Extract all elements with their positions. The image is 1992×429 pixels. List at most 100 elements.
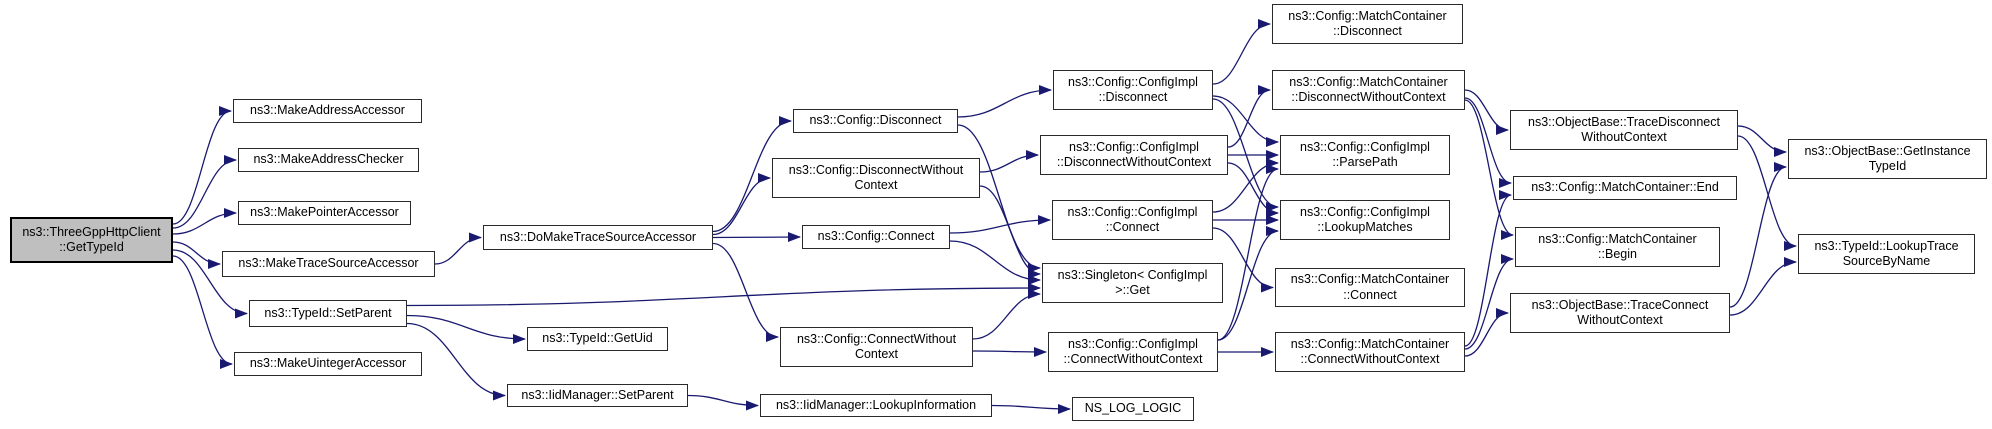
node-iidManagerSetParent[interactable]: ns3::IidManager::SetParent [507, 384, 688, 407]
edge-traceConnectWithoutContext-to-lookupTraceSourceByName [1729, 257, 1797, 316]
node-mcDisconnectWithoutContext[interactable]: ns3::Config::MatchContainer::DisconnectW… [1272, 70, 1465, 110]
node-label-line: ::DisconnectWithoutContext [1291, 90, 1446, 104]
edge-iidManagerLookupInformation-to-nsLogLogic [991, 403, 1071, 414]
edge-configConnectWithoutContext-to-singletonGet [972, 289, 1041, 340]
node-typeIdGetUid[interactable]: ns3::TypeId::GetUid [527, 327, 668, 351]
edge-getTypeId-to-makePointerAccessor [172, 208, 237, 235]
edge-makeTraceSourceAccessor-to-doMakeTraceSourceAccessor [434, 232, 482, 265]
node-label-line: SourceByName [1842, 254, 1931, 268]
node-mcDisconnect[interactable]: ns3::Config::MatchContainer::Disconnect [1272, 4, 1463, 44]
node-label-line: ::GetTypeId [59, 240, 124, 254]
node-makeUintegerAccessor[interactable]: ns3::MakeUintegerAccessor [234, 352, 422, 376]
edge-mcConnectWithoutContext-to-traceConnectWithoutContext [1464, 308, 1509, 357]
node-singletonGet[interactable]: ns3::Singleton< ConfigImpl>::Get [1042, 263, 1223, 303]
edge-configConnect-to-configImplConnect [949, 215, 1051, 234]
edge-mcDisconnectWithoutContext-to-mcEnd [1464, 97, 1512, 188]
node-label-line: ::Begin [1598, 247, 1637, 261]
edge-typeIdSetParent-to-singletonGet [406, 283, 1041, 307]
node-label-line: ns3::MakeAddressAccessor [250, 103, 405, 118]
node-label-line: ns3::ThreeGppHttpClient [22, 224, 161, 239]
node-label-line: ns3::Config::MatchContainer [1288, 8, 1447, 23]
node-label-line: ns3::Config::ConnectWithout [796, 331, 957, 346]
node-label-line: ns3::MakeUintegerAccessor [249, 356, 407, 371]
node-label-line: ns3::Config::Connect [817, 229, 935, 244]
node-mcEnd[interactable]: ns3::Config::MatchContainer::End [1513, 176, 1737, 200]
node-label-line: ns3::MakePointerAccessor [250, 205, 399, 220]
node-label-line: ns3::IidManager::LookupInformation [775, 397, 977, 412]
edge-traceConnectWithoutContext-to-getInstanceTypeId [1729, 162, 1787, 308]
node-label-line: ns3::Singleton< ConfigImpl [1057, 267, 1208, 282]
node-configImplDisconnectWithoutContext[interactable]: ns3::Config::ConfigImpl::DisconnectWitho… [1040, 135, 1228, 175]
node-nsLogLogic[interactable]: NS_LOG_LOGIC [1072, 397, 1194, 421]
node-configDisconnect[interactable]: ns3::Config::Disconnect [793, 109, 958, 133]
edge-configConnectWithoutContext-to-configImplConnectWithoutContext [972, 346, 1047, 357]
node-label-line: ns3::Config::Disconnect [809, 113, 942, 128]
node-label-line: ns3::TypeId::LookupTrace [1814, 238, 1959, 253]
node-label-line: ::Disconnect [1098, 90, 1168, 104]
node-configImplConnectWithoutContext[interactable]: ns3::Config::ConfigImpl::ConnectWithoutC… [1048, 332, 1218, 372]
node-iidManagerLookupInformation[interactable]: ns3::IidManager::LookupInformation [760, 394, 992, 417]
edge-typeIdSetParent-to-typeIdGetUid [406, 314, 526, 344]
edge-getTypeId-to-makeAddressAccessor [172, 106, 232, 225]
node-label-line: TypeId [1868, 159, 1907, 173]
node-makeTraceSourceAccessor[interactable]: ns3::MakeTraceSourceAccessor [222, 251, 435, 277]
edge-doMakeTraceSourceAccessor-to-configConnect [712, 232, 801, 243]
node-label-line: NS_LOG_LOGIC [1084, 401, 1182, 416]
node-label-line: >::Get [1115, 283, 1150, 297]
edge-traceDisconnectWithoutContext-to-getInstanceTypeId [1737, 125, 1787, 157]
node-getTypeId: ns3::ThreeGppHttpClient::GetTypeId [10, 217, 173, 263]
edge-getTypeId-to-makeAddressChecker [172, 155, 237, 229]
edge-mcConnectWithoutContext-to-mcBegin [1464, 254, 1514, 350]
node-label-line: ns3::Config::ConfigImpl [1067, 204, 1198, 219]
edge-configImplConnectWithoutContext-to-configImplParsePath [1217, 164, 1279, 341]
node-makeAddressAccessor[interactable]: ns3::MakeAddressAccessor [233, 99, 422, 123]
node-mcConnectWithoutContext[interactable]: ns3::Config::MatchContainer::ConnectWith… [1275, 332, 1465, 372]
edge-iidManagerSetParent-to-iidManagerLookupInformation [687, 394, 759, 411]
node-makeAddressChecker[interactable]: ns3::MakeAddressChecker [238, 148, 419, 172]
node-label-line: Context [854, 347, 899, 361]
node-configConnect[interactable]: ns3::Config::Connect [802, 225, 950, 249]
node-label-line: Context [854, 178, 898, 192]
node-label-line: ns3::DoMakeTraceSourceAccessor [499, 229, 697, 244]
edge-configConnect-to-singletonGet [949, 240, 1041, 285]
edge-configImplConnectWithoutContext-to-configImplLookupMatches [1217, 226, 1279, 341]
node-configImplConnect[interactable]: ns3::Config::ConfigImpl::Connect [1052, 200, 1213, 240]
node-mcBegin[interactable]: ns3::Config::MatchContainer::Begin [1515, 227, 1720, 267]
edge-configDisconnectWithoutContext-to-configImplDisconnectWithoutContext [979, 150, 1039, 173]
node-label-line: ns3::Config::ConfigImpl [1069, 139, 1199, 154]
node-label-line: ::ConnectWithoutContext [1063, 352, 1203, 366]
node-typeIdSetParent[interactable]: ns3::TypeId::SetParent [249, 300, 407, 327]
node-configImplDisconnect[interactable]: ns3::Config::ConfigImpl::Disconnect [1053, 70, 1213, 110]
node-label-line: ns3::Config::MatchContainer [1289, 74, 1448, 89]
node-doMakeTraceSourceAccessor[interactable]: ns3::DoMakeTraceSourceAccessor [483, 225, 713, 250]
node-label-line: ::LookupMatches [1317, 220, 1413, 234]
edge-configImplDisconnectWithoutContext-to-configImplLookupMatches [1227, 162, 1279, 218]
node-label-line: ns3::Config::ConfigImpl [1068, 336, 1198, 351]
node-label-line: ns3::TypeId::SetParent [264, 305, 392, 320]
node-label-line: ns3::Config::MatchContainer [1538, 231, 1697, 246]
node-makePointerAccessor[interactable]: ns3::MakePointerAccessor [238, 201, 411, 225]
node-label-line: ns3::Config::DisconnectWithout [788, 162, 964, 177]
edge-configImplDisconnectWithoutContext-to-mcDisconnectWithoutContext [1227, 85, 1271, 148]
edge-configDisconnectWithoutContext-to-singletonGet [979, 185, 1041, 279]
edge-mcConnectWithoutContext-to-mcEnd [1464, 190, 1512, 347]
node-mcConnect[interactable]: ns3::Config::MatchContainer::Connect [1275, 268, 1465, 307]
node-label-line: ::ParsePath [1332, 155, 1398, 169]
node-label-line: ns3::ObjectBase::TraceDisconnect [1528, 114, 1720, 129]
node-configImplLookupMatches[interactable]: ns3::Config::ConfigImpl::LookupMatches [1280, 200, 1450, 240]
node-label-line: ns3::Config::MatchContainer [1290, 336, 1450, 351]
node-label-line: ns3::Config::MatchContainer [1290, 272, 1450, 287]
node-label-line: WithoutContext [1577, 313, 1663, 327]
node-configImplParsePath[interactable]: ns3::Config::ConfigImpl::ParsePath [1280, 135, 1450, 175]
node-label-line: ns3::Config::ConfigImpl [1068, 74, 1198, 89]
node-label-line: ns3::ObjectBase::TraceConnect [1531, 297, 1709, 312]
node-label-line: ns3::ObjectBase::GetInstance [1804, 143, 1971, 158]
edge-getTypeId-to-makeTraceSourceAccessor [172, 241, 221, 269]
